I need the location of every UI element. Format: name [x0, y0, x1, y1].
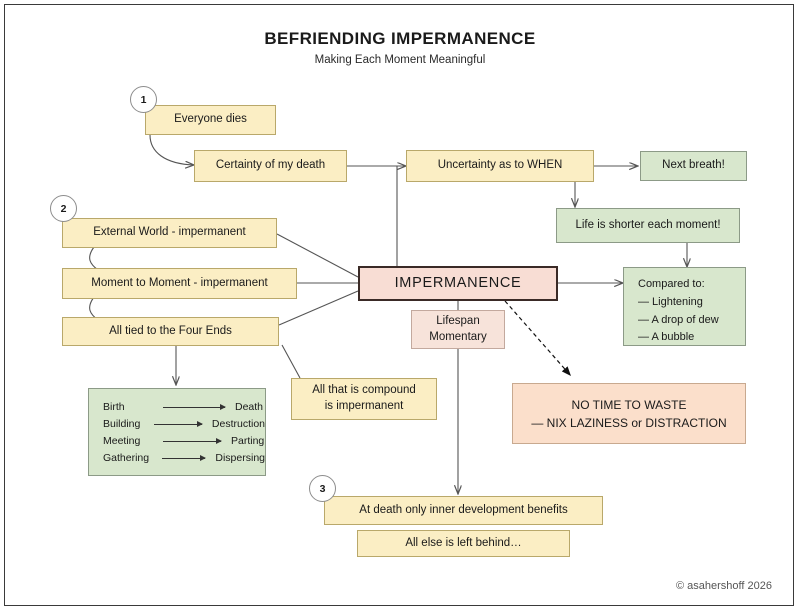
lifespan-line-1: Lifespan — [436, 314, 480, 327]
four-ends-to-3: Dispersing — [215, 452, 265, 465]
compound-line-1: All that is compound — [312, 384, 416, 397]
node-at-death-inner-development[interactable]: At death only inner development benefits — [324, 496, 603, 525]
no-time-line-2: — NIX LAZINESS or DISTRACTION — [531, 415, 727, 430]
node-all-that-is-compound[interactable]: All that is compound is impermanent — [291, 378, 437, 420]
step-marker-1: 1 — [130, 86, 157, 113]
page-subtitle: Making Each Moment Meaningful — [314, 54, 486, 66]
lifespan-line-2: Momentary — [429, 330, 487, 343]
arrow-icon — [154, 421, 203, 427]
step-marker-3: 3 — [309, 475, 336, 502]
node-lifespan-momentary[interactable]: Lifespan Momentary — [411, 310, 505, 349]
node-all-tied-to-four-ends[interactable]: All tied to the Four Ends — [62, 317, 279, 346]
arrow-icon — [163, 404, 226, 410]
node-four-ends-list[interactable]: Birth Death Building Destruction Meeting… — [88, 388, 266, 476]
four-ends-row: Birth Death — [103, 399, 265, 416]
compared-to-item-2: — A bubble — [638, 331, 695, 344]
node-compared-to[interactable]: Compared to: — Lightening — A drop of de… — [623, 267, 746, 346]
node-next-breath[interactable]: Next breath! — [640, 151, 747, 181]
no-time-line-1: NO TIME TO WASTE — [571, 397, 687, 412]
node-uncertainty-as-to-when[interactable]: Uncertainty as to WHEN — [406, 150, 594, 182]
page-title: BEFRIENDING IMPERMANENCE — [264, 29, 536, 48]
compared-to-heading: Compared to: — [638, 278, 705, 290]
compound-line-2: is impermanent — [324, 400, 404, 412]
node-life-is-shorter[interactable]: Life is shorter each moment! — [556, 208, 740, 243]
four-ends-from-1: Building — [103, 418, 141, 431]
node-impermanence[interactable]: IMPERMANENCE — [358, 266, 558, 301]
four-ends-to-0: Death — [235, 401, 264, 414]
arrow-icon — [162, 455, 207, 461]
four-ends-row: Meeting Parting — [103, 433, 265, 450]
four-ends-row: Building Destruction — [103, 416, 265, 433]
arrow-icon — [163, 438, 222, 444]
four-ends-row: Gathering Dispersing — [103, 450, 265, 467]
step-marker-2: 2 — [50, 195, 77, 222]
copyright-credit: © asahershoff 2026 — [676, 580, 772, 592]
four-ends-to-2: Parting — [231, 435, 265, 448]
four-ends-from-2: Meeting — [103, 435, 141, 448]
four-ends-from-3: Gathering — [103, 452, 150, 465]
node-no-time-to-waste[interactable]: NO TIME TO WASTE — NIX LAZINESS or DISTR… — [512, 383, 746, 444]
node-external-world-impermanent[interactable]: External World - impermanent — [62, 218, 277, 248]
node-certainty-of-my-death[interactable]: Certainty of my death — [194, 150, 347, 182]
four-ends-to-1: Destruction — [211, 418, 265, 431]
node-everyone-dies[interactable]: Everyone dies — [145, 105, 276, 135]
node-moment-to-moment-impermanent[interactable]: Moment to Moment - impermanent — [62, 268, 297, 299]
node-all-else-left-behind[interactable]: All else is left behind… — [357, 530, 570, 557]
four-ends-from-0: Birth — [103, 401, 125, 414]
compared-to-item-1: — A drop of dew — [638, 313, 719, 326]
compared-to-item-0: — Lightening — [638, 295, 703, 308]
